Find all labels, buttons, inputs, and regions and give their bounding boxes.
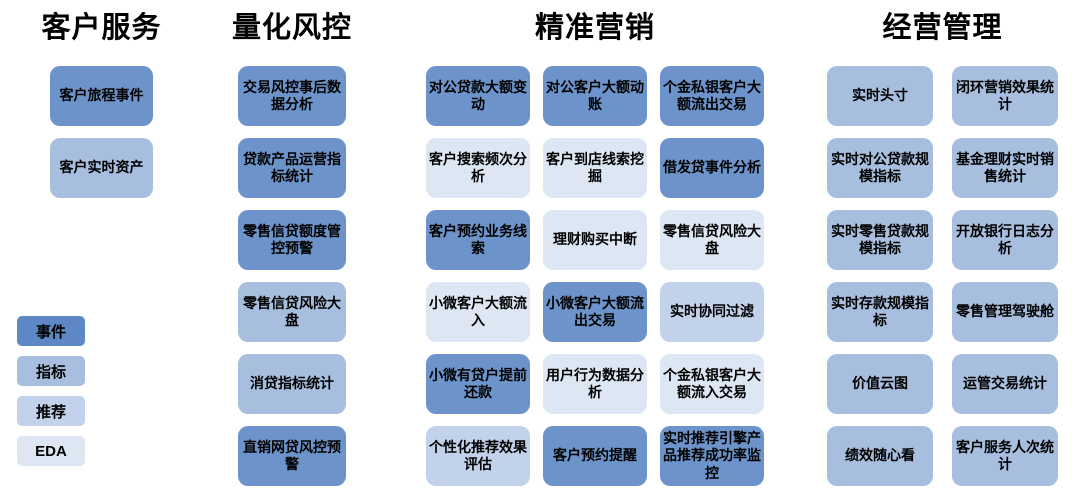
usecase-box-event: 借发贷事件分析 bbox=[660, 138, 764, 198]
column-quant-risk-control: 量化风控 交易风控事后数据分析贷款产品运营指标统计零售信贷额度管控预警零售信贷风… bbox=[232, 10, 351, 486]
column-precision-marketing: 精准营销 对公贷款大额变动对公客户大额动账个金私银客户大额流出交易客户搜索频次分… bbox=[426, 10, 764, 486]
usecase-box-indicator: 闭环营销效果统计 bbox=[952, 66, 1058, 126]
legend-item-1: 指标 bbox=[17, 356, 85, 386]
usecase-box-event: 客户预约业务线索 bbox=[426, 210, 530, 270]
usecase-box-indicator: 基金理财实时销售统计 bbox=[952, 138, 1058, 198]
legend-item-0: 事件 bbox=[17, 316, 85, 346]
usecase-box-eda: 客户到店线索挖掘 bbox=[543, 138, 647, 198]
usecase-box-event: 个金私银客户大额流出交易 bbox=[660, 66, 764, 126]
usecase-box-event: 对公贷款大额变动 bbox=[426, 66, 530, 126]
usecase-box-eda: 用户行为数据分析 bbox=[543, 354, 647, 414]
usecase-box-indicator: 零售信贷风险大盘 bbox=[238, 282, 346, 342]
usecase-box-event: 零售信贷额度管控预警 bbox=[238, 210, 346, 270]
usecase-box-indicator: 客户服务人次统计 bbox=[952, 426, 1058, 486]
usecase-box-event: 客户旅程事件 bbox=[50, 66, 153, 126]
usecase-box-indicator: 零售管理驾驶舱 bbox=[952, 282, 1058, 342]
legend-item-3: EDA bbox=[17, 436, 85, 466]
usecase-box-eda: 个金私银客户大额流入交易 bbox=[660, 354, 764, 414]
usecase-box-recommend: 实时协同过滤 bbox=[660, 282, 764, 342]
usecase-box-indicator: 客户实时资产 bbox=[50, 138, 153, 198]
usecase-box-indicator: 实时存款规模指标 bbox=[827, 282, 933, 342]
usecase-box-event: 贷款产品运营指标统计 bbox=[238, 138, 346, 198]
usecase-box-indicator: 绩效随心看 bbox=[827, 426, 933, 486]
usecase-box-recommend: 个性化推荐效果评估 bbox=[426, 426, 530, 486]
usecase-box-event: 小微客户大额流出交易 bbox=[543, 282, 647, 342]
legend: 事件指标推荐 EDA bbox=[17, 316, 85, 466]
usecase-box-eda: 零售信贷风险大盘 bbox=[660, 210, 764, 270]
column-business-management: 经营管理 实时头寸闭环营销效果统计实时对公贷款规模指标基金理财实时销售统计实时零… bbox=[827, 10, 1058, 486]
usecase-box-eda: 理财购买中断 bbox=[543, 210, 647, 270]
column-title-customer-service: 客户服务 bbox=[41, 12, 162, 44]
usecase-box-eda: 客户搜索频次分析 bbox=[426, 138, 530, 198]
column-title-precision-marketing: 精准营销 bbox=[534, 12, 656, 44]
usecase-box-event: 直销网贷风控预警 bbox=[238, 426, 346, 486]
column-boxes-precision-marketing: 对公贷款大额变动对公客户大额动账个金私银客户大额流出交易客户搜索频次分析客户到店… bbox=[426, 66, 764, 486]
column-title-business-management: 经营管理 bbox=[882, 12, 1003, 44]
usecase-box-eda: 小微客户大额流入 bbox=[426, 282, 530, 342]
column-boxes-quant-risk-control: 交易风控事后数据分析贷款产品运营指标统计零售信贷额度管控预警零售信贷风险大盘消贷… bbox=[238, 66, 346, 486]
column-customer-service: 客户服务 客户旅程事件客户实时资产 bbox=[41, 10, 161, 198]
column-boxes-customer-service: 客户旅程事件客户实时资产 bbox=[50, 66, 153, 198]
usecase-box-event: 客户预约提醒 bbox=[543, 426, 647, 486]
column-boxes-business-management: 实时头寸闭环营销效果统计实时对公贷款规模指标基金理财实时销售统计实时零售贷款规模… bbox=[827, 66, 1058, 486]
column-title-quant-risk-control: 量化风控 bbox=[231, 12, 353, 44]
usecase-box-indicator: 运管交易统计 bbox=[952, 354, 1058, 414]
usecase-box-indicator: 开放银行日志分析 bbox=[952, 210, 1058, 270]
legend-item-2: 推荐 bbox=[17, 396, 85, 426]
usecase-box-event: 交易风控事后数据分析 bbox=[238, 66, 346, 126]
usecase-box-event: 小微有贷户提前还款 bbox=[426, 354, 530, 414]
usecase-box-event: 对公客户大额动账 bbox=[543, 66, 647, 126]
usecase-box-event: 实时推荐引擎产品推荐成功率监控 bbox=[660, 426, 764, 486]
usecase-box-indicator: 实时零售贷款规模指标 bbox=[827, 210, 933, 270]
usecase-box-indicator: 实时对公贷款规模指标 bbox=[827, 138, 933, 198]
usecase-box-indicator: 实时头寸 bbox=[827, 66, 933, 126]
usecase-box-indicator: 消贷指标统计 bbox=[238, 354, 346, 414]
usecase-box-indicator: 价值云图 bbox=[827, 354, 933, 414]
